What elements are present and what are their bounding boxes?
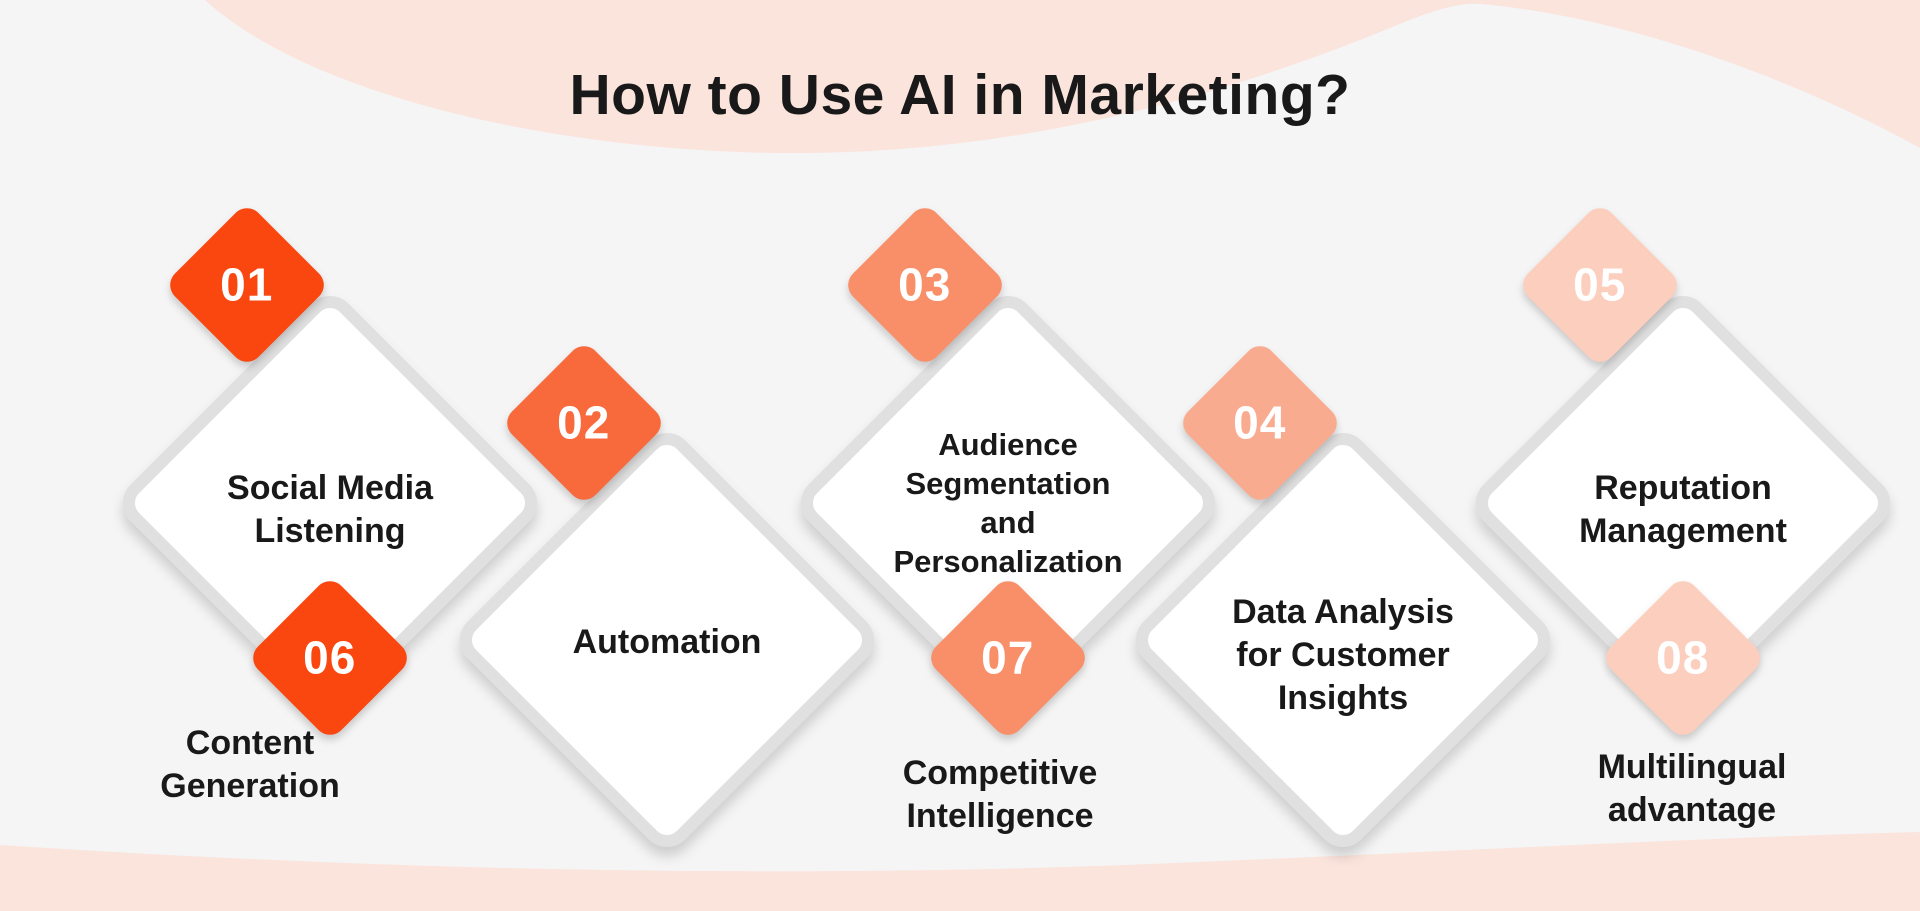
step-number-06: 06: [303, 631, 357, 684]
step-badge-05: 05: [1516, 201, 1684, 369]
card-label-audience-segmentation: Audience Segmentation and Personalizatio…: [893, 427, 1123, 579]
label-competitive-intelligence: Competitive Intelligence: [902, 754, 1098, 835]
card-label-automation: Automation: [572, 622, 762, 661]
card-label-data-analysis: Data Analysis for Customer Insights: [1232, 592, 1454, 717]
step-number-01: 01: [220, 258, 274, 311]
badge-diamond-02: 02: [500, 339, 668, 507]
label-multilingual-advantage: Multilingual advantage: [1597, 748, 1787, 829]
step-number-02: 02: [557, 396, 611, 449]
step-badge-06: 06: [246, 574, 414, 742]
card-label-social-media-listening: Social Media Listening: [227, 469, 433, 550]
step-badge-07: 07: [924, 574, 1092, 742]
step-badge-03: 03: [841, 201, 1009, 369]
step-number-08: 08: [1656, 631, 1710, 684]
badge-diamond-05: 05: [1516, 201, 1684, 369]
step-badge-01: 01: [163, 201, 331, 369]
step-number-07: 07: [981, 631, 1035, 684]
step-badge-08: 08: [1599, 574, 1767, 742]
badge-diamond-03: 03: [841, 201, 1009, 369]
label-content-generation: Content Generation: [160, 724, 340, 805]
page-title: How to Use AI in Marketing?: [569, 63, 1351, 127]
badge-diamond-01: 01: [163, 201, 331, 369]
bottom-wave-shape: [0, 832, 1920, 911]
step-number-04: 04: [1233, 396, 1287, 449]
badge-diamond-04: 04: [1176, 339, 1344, 507]
step-number-05: 05: [1573, 258, 1627, 311]
step-badge-04: 04: [1176, 339, 1344, 507]
top-blob-shape: [205, 0, 1920, 154]
step-badge-02: 02: [500, 339, 668, 507]
card-label-reputation-management: Reputation Management: [1579, 469, 1787, 550]
step-number-03: 03: [898, 258, 952, 311]
badge-diamond-07: 07: [924, 574, 1092, 742]
